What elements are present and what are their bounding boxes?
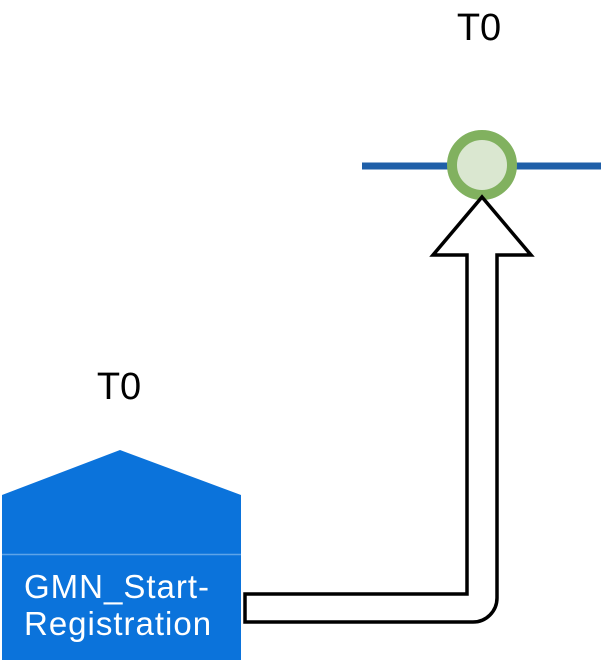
timeline-event-circle[interactable] — [447, 130, 517, 200]
start-node-label-line-2: Registration — [24, 604, 213, 642]
timeline-time-label: T0 — [456, 7, 502, 49]
start-node-time-label: T0 — [96, 366, 142, 408]
connector-arrow[interactable] — [243, 194, 535, 624]
start-node-label: GMN_Start- Registration — [24, 568, 213, 642]
start-node-label-line-1: GMN_Start- — [24, 568, 211, 605]
